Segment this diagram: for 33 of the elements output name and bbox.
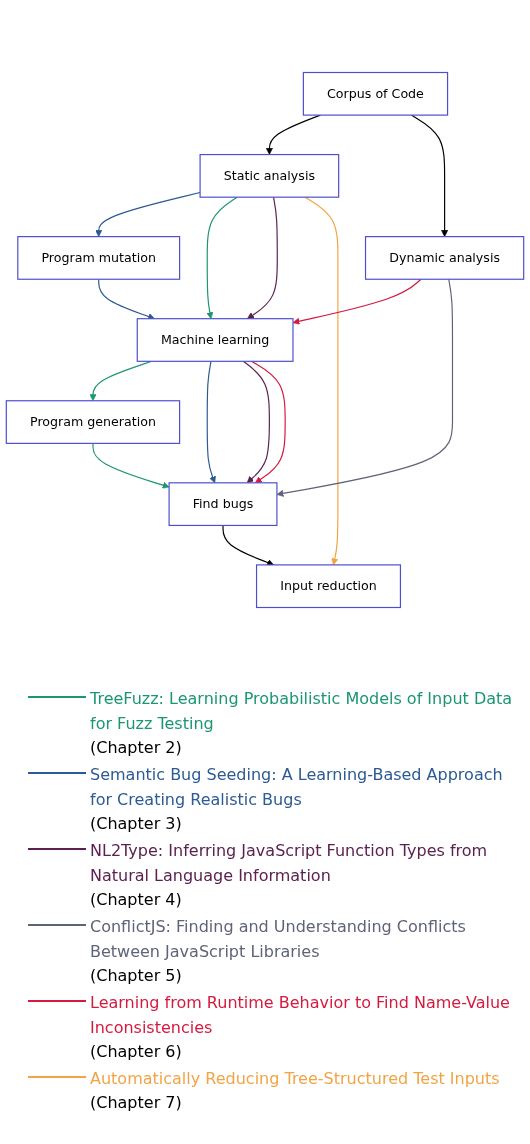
- chapter-note: (Chapter 3): [90, 813, 183, 835]
- node-box: Find bugs: [168, 482, 278, 527]
- arrow: [292, 278, 422, 325]
- node-box: Corpus of Code: [302, 71, 449, 116]
- arrow: [410, 114, 449, 237]
- node-box: Program mutation: [17, 236, 181, 280]
- node-box: Machine learning: [136, 318, 294, 362]
- node-box: Static analysis: [199, 153, 340, 198]
- arrow: [92, 442, 170, 489]
- chapter-note: (Chapter 5): [90, 965, 183, 987]
- arrow: [206, 196, 238, 319]
- arrow: [276, 278, 454, 497]
- legend-text: TreeFuzz: Learning Probabilistic Models of Input Data for Fuzz Testing: [90, 688, 514, 735]
- node-box: Program generation: [5, 400, 181, 444]
- arrow: [98, 278, 155, 320]
- legend-text: Semantic Bug Seeding: A Learning-Based Approach for Creating Realistic Bugs: [90, 764, 504, 811]
- chapter-note: (Chapter 7): [90, 1092, 183, 1114]
- arrow: [242, 360, 270, 484]
- legend-text: ConflictJS: Finding and Understanding Conflicts Between JavaScript Libraries: [90, 916, 467, 963]
- chapter-note: (Chapter 2): [90, 737, 183, 759]
- chapter-note: (Chapter 6): [90, 1041, 183, 1063]
- chapter-note: (Chapter 4): [90, 889, 183, 911]
- legend-text: Automatically Reducing Tree-Structured Test Inputs: [90, 1068, 500, 1090]
- arrow: [250, 360, 286, 484]
- node-box: Input reduction: [255, 564, 401, 609]
- legend-text: Learning from Runtime Behavior to Find Name-Value Inconsistencies: [90, 992, 511, 1039]
- legend-text: NL2Type: Inferring JavaScript Function Types from Natural Language Information: [90, 840, 489, 887]
- arrow: [222, 524, 275, 566]
- arrow: [206, 360, 216, 484]
- arrow: [95, 191, 201, 237]
- arrow: [304, 196, 339, 566]
- node-box: Dynamic analysis: [364, 236, 525, 280]
- arrow: [247, 196, 278, 319]
